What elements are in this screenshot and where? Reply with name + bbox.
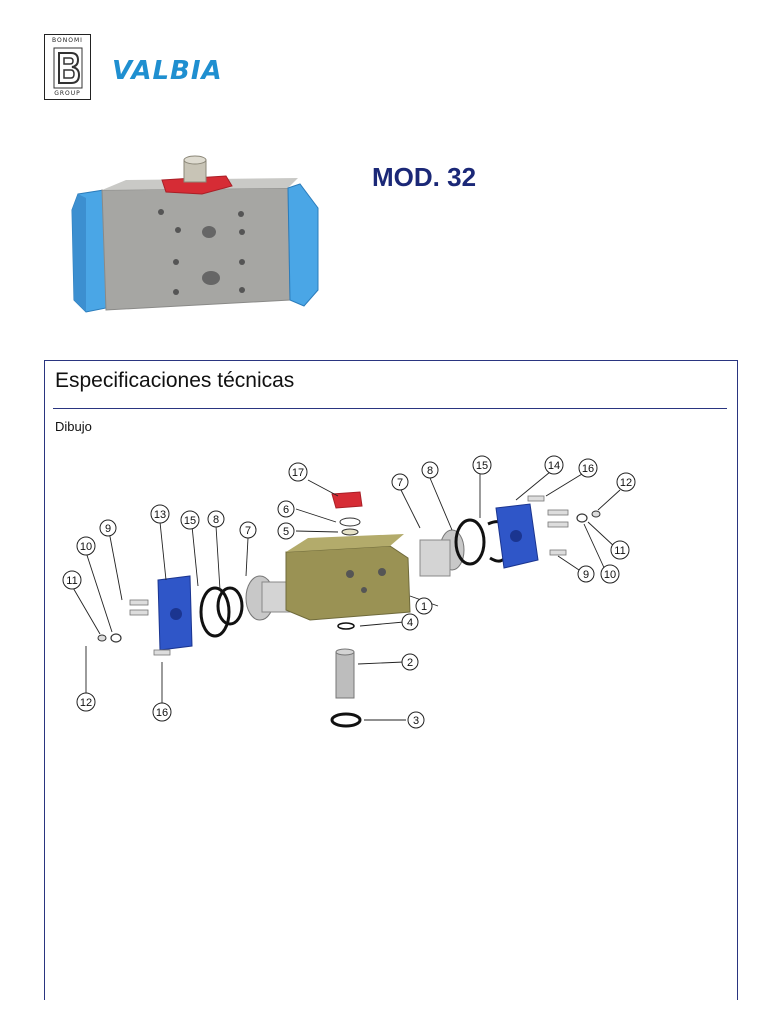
callout-3: 3 <box>407 711 425 729</box>
logo-top-text: BONOMI <box>52 37 83 44</box>
callout-15-right: 15 <box>472 455 492 475</box>
svg-text:3: 3 <box>413 715 419 727</box>
svg-text:2: 2 <box>407 657 413 669</box>
callout-17: 17 <box>288 462 308 482</box>
actuator-photo <box>71 155 319 313</box>
callout-2: 2 <box>401 653 419 671</box>
callout-1: 1 <box>415 597 433 615</box>
svg-text:12: 12 <box>620 477 632 489</box>
b-letter-icon <box>53 47 83 89</box>
svg-text:15: 15 <box>184 515 196 527</box>
callout-10-left: 10 <box>76 536 96 556</box>
pinion-shaft <box>330 622 362 728</box>
callout-16-left: 16 <box>152 702 172 722</box>
callout-7-left: 7 <box>239 521 257 539</box>
callout-7-right: 7 <box>391 473 409 491</box>
spec-divider <box>53 408 727 409</box>
valbia-logo: VALBIA <box>112 56 262 86</box>
callout-9-right: 9 <box>577 565 595 583</box>
right-screws <box>527 495 601 556</box>
svg-text:5: 5 <box>283 526 289 538</box>
svg-text:7: 7 <box>245 525 251 537</box>
callout-4: 4 <box>401 613 419 631</box>
logo-bottom-text: GROUP <box>54 90 81 97</box>
svg-text:16: 16 <box>582 463 594 475</box>
svg-text:11: 11 <box>614 545 625 557</box>
left-o-rings <box>199 586 244 638</box>
washers-top <box>339 517 361 536</box>
right-end-cap <box>495 503 539 569</box>
brand-name: VALBIA <box>112 56 223 86</box>
exploded-diagram: 17 6 5 7 8 15 14 16 12 11 10 9 1 4 2 3 1… <box>62 455 636 729</box>
svg-text:12: 12 <box>80 697 92 709</box>
svg-text:15: 15 <box>476 460 488 472</box>
spec-title: Especificaciones técnicas <box>55 369 295 392</box>
spec-frame: Especificaciones técnicas Dibujo <box>44 360 738 1000</box>
callout-13: 13 <box>150 504 170 524</box>
callout-6: 6 <box>277 500 295 518</box>
svg-text:14: 14 <box>548 460 560 472</box>
callout-12-right: 12 <box>616 472 636 492</box>
callout-12-left: 12 <box>76 692 96 712</box>
left-screws <box>97 599 171 656</box>
actuator-body <box>285 534 411 621</box>
svg-text:17: 17 <box>292 467 304 479</box>
svg-text:7: 7 <box>397 477 403 489</box>
callout-14: 14 <box>544 455 564 475</box>
svg-text:11: 11 <box>66 575 77 587</box>
left-end-cap <box>157 575 193 651</box>
left-piston <box>245 575 291 621</box>
svg-text:4: 4 <box>407 617 413 629</box>
svg-text:8: 8 <box>427 465 433 477</box>
leader-lines <box>71 471 621 721</box>
callout-11-right: 11 <box>610 540 630 560</box>
bonomi-group-logo: BONOMI GROUP <box>44 34 91 100</box>
callout-15-left: 15 <box>180 510 200 530</box>
drawing-label: Dibujo <box>55 419 92 434</box>
model-title: MOD. 32 <box>372 162 477 192</box>
callout-16-right: 16 <box>578 458 598 478</box>
svg-text:16: 16 <box>156 707 168 719</box>
callout-5: 5 <box>277 522 295 540</box>
svg-text:6: 6 <box>283 504 289 516</box>
svg-text:10: 10 <box>604 569 616 581</box>
svg-text:9: 9 <box>105 523 111 535</box>
callout-10-right: 10 <box>600 564 620 584</box>
svg-text:10: 10 <box>80 541 92 553</box>
svg-text:13: 13 <box>154 509 166 521</box>
callout-11-left: 11 <box>62 570 82 590</box>
callout-8-right: 8 <box>421 461 439 479</box>
svg-text:1: 1 <box>421 601 427 613</box>
callout-8-left: 8 <box>207 510 225 528</box>
svg-text:9: 9 <box>583 569 589 581</box>
callout-9-left: 9 <box>99 519 117 537</box>
svg-text:8: 8 <box>213 514 219 526</box>
indicator-part <box>331 491 363 509</box>
right-piston <box>419 529 465 577</box>
